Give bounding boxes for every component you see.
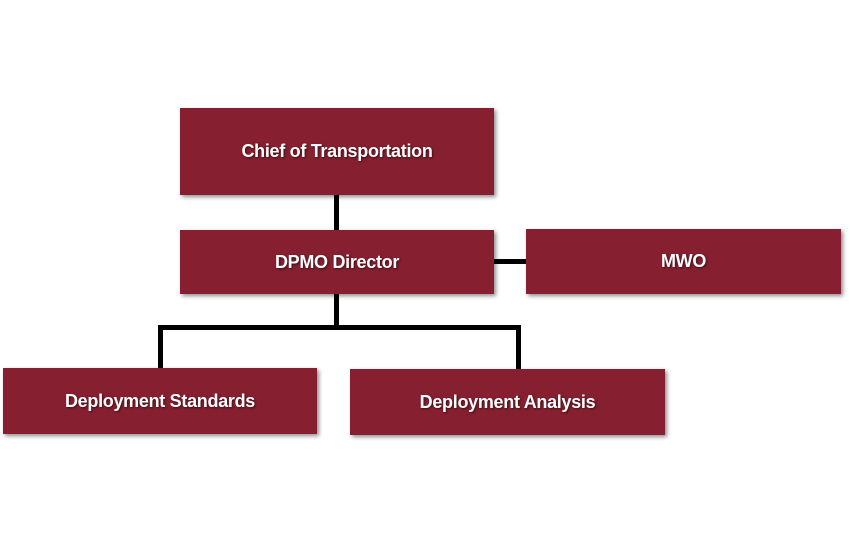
node-chief-of-transportation: Chief of Transportation: [180, 108, 494, 195]
connector-to-deployment-analysis: [516, 325, 521, 369]
node-deployment-standards: Deployment Standards: [3, 368, 317, 434]
node-label: DPMO Director: [274, 251, 400, 272]
connector-chief-to-director: [334, 195, 339, 230]
node-dpmo-director: DPMO Director: [180, 230, 494, 294]
node-label: Deployment Analysis: [419, 391, 596, 412]
connector-director-down: [334, 294, 339, 329]
node-label: Chief of Transportation: [241, 141, 433, 161]
node-deployment-analysis: Deployment Analysis: [350, 369, 665, 435]
connector-to-deployment-standards: [158, 325, 163, 368]
node-label: MWO: [660, 251, 707, 271]
node-mwo: MWO: [526, 229, 841, 294]
connector-director-to-mwo: [494, 259, 526, 264]
node-label: Deployment Standards: [64, 390, 256, 411]
connector-horizontal-bar: [158, 325, 521, 330]
